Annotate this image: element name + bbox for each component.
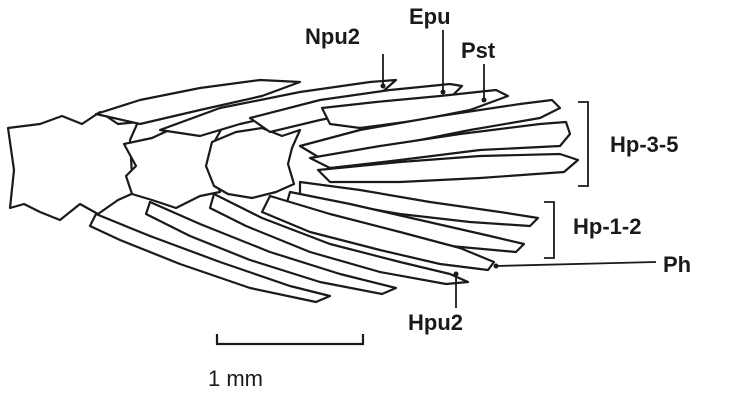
label-ph: Ph <box>663 254 691 276</box>
label-hpu2: Hpu2 <box>408 312 463 334</box>
epu-dot <box>441 90 446 95</box>
label-npu2: Npu2 <box>305 26 360 48</box>
urostyle-centrum <box>206 128 300 198</box>
ph-leader <box>496 262 656 266</box>
scale-bar <box>217 334 363 344</box>
label-hp-1-2: Hp-1-2 <box>573 216 641 238</box>
hpu2-dot <box>454 272 459 277</box>
label-epu: Epu <box>409 6 451 28</box>
label-hp-3-5: Hp-3-5 <box>610 134 678 156</box>
hp12-bracket <box>544 202 554 258</box>
ph-dot <box>494 264 499 269</box>
label-pst: Pst <box>461 40 495 62</box>
pst-dot <box>482 98 487 103</box>
hp35-bracket <box>578 102 588 186</box>
vertebra-1 <box>8 112 138 220</box>
npu2-dot <box>381 84 386 89</box>
scale-bar-label: 1 mm <box>208 368 263 390</box>
